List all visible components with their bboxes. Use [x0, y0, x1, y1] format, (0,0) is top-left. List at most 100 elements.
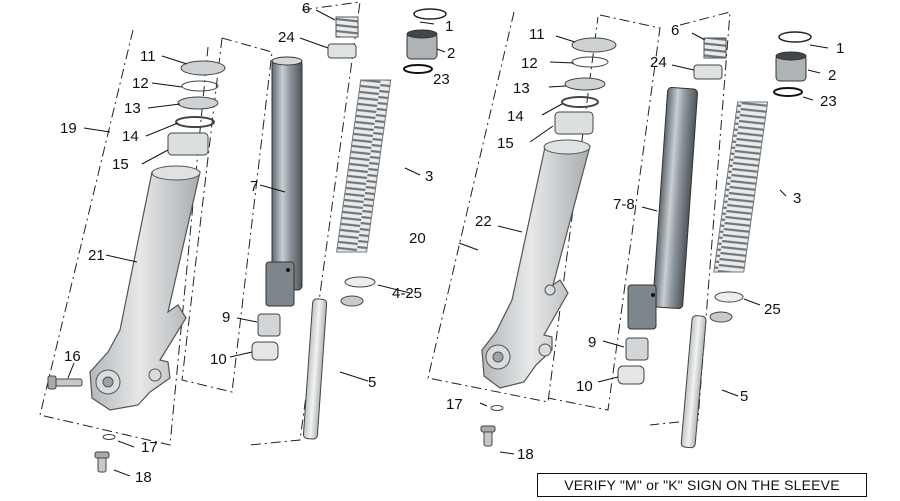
left-label-15: 15 [112, 156, 129, 173]
right-stanchion-tube [652, 86, 699, 310]
right-part-18-head [480, 425, 496, 433]
right-label-3: 3 [793, 190, 801, 207]
left-label-12: 12 [132, 75, 149, 92]
right-label-22: 22 [475, 213, 492, 230]
left-part-3-spring [336, 79, 392, 253]
left-label-14: 14 [122, 128, 139, 145]
right-slider-box-outline [547, 14, 661, 411]
right-part-12-ring [571, 56, 609, 68]
right-part-14-ring [561, 96, 599, 108]
left-stanchion-tube [271, 59, 303, 291]
right-axle-hole [492, 351, 504, 363]
left-stanchion-hole [286, 268, 290, 272]
right-part-15-bushing [554, 111, 594, 135]
left-part-4-25-washer [344, 276, 376, 288]
left-label-7: 7 [250, 178, 258, 195]
left-part-24-spacer [327, 43, 357, 59]
left-slider-top [151, 165, 201, 181]
left-part-1-ring [413, 8, 447, 20]
right-label-7-8: 7-8 [613, 196, 635, 213]
right-stanchion-hole [651, 293, 655, 297]
right-label-5: 5 [740, 388, 748, 405]
left-label-9: 9 [222, 309, 230, 326]
right-label-12: 12 [521, 55, 538, 72]
right-part-10-bush [617, 365, 645, 385]
left-part-17-washer [102, 434, 116, 440]
right-label-9: 9 [588, 334, 596, 351]
right-label-23: 23 [820, 93, 837, 110]
right-part-11-dust-seal [571, 37, 617, 53]
left-label-1: 1 [445, 18, 453, 35]
left-label-21: 21 [88, 247, 105, 264]
left-label-6: 6 [302, 0, 310, 17]
right-part-3-spring [713, 101, 769, 273]
left-label-18: 18 [135, 469, 152, 486]
left-label-16: 16 [64, 348, 81, 365]
right-part-9-bush [625, 337, 649, 361]
left-label-3: 3 [425, 168, 433, 185]
left-slider-box-outline [181, 37, 273, 393]
right-label-1: 1 [836, 40, 844, 57]
left-label-13: 13 [124, 100, 141, 117]
left-label-11: 11 [140, 48, 156, 65]
left-part-18-head [94, 451, 110, 459]
right-label-18: 18 [517, 446, 534, 463]
right-part-6-spring [703, 37, 727, 59]
right-part-5-head [709, 311, 733, 323]
right-damper-box-outline [649, 11, 731, 426]
right-slider-top [543, 139, 591, 155]
right-label-25: 25 [764, 301, 781, 318]
right-part-24-spacer [693, 64, 723, 80]
right-label-2: 2 [828, 67, 836, 84]
left-part-11-dust-seal [180, 60, 226, 76]
left-part-16-head [47, 375, 57, 390]
left-part-10-bush [251, 341, 279, 361]
right-label-13: 13 [513, 80, 530, 97]
right-part-2-cap-top [775, 51, 807, 61]
right-label-6: 6 [671, 22, 679, 39]
left-part-6-spring [335, 16, 359, 38]
sleeve-sign-notice: VERIFY "M" or "K" SIGN ON THE SLEEVE [537, 473, 867, 497]
left-part-13-seal [177, 96, 219, 110]
right-part-25-washer [714, 291, 744, 303]
right-label-20: 20 [409, 230, 426, 247]
left-stanchion-foot [265, 261, 295, 307]
right-stanchion-foot [627, 284, 657, 330]
left-part-15-bushing [167, 132, 209, 156]
left-part-5-head [340, 295, 364, 307]
right-part-13-seal [564, 77, 606, 91]
right-part-23-oring [773, 87, 803, 97]
left-part-9-bush [257, 313, 281, 337]
right-caliper-boss [538, 343, 552, 357]
right-label-14: 14 [507, 108, 524, 125]
left-label-2: 2 [447, 45, 455, 62]
right-fork-group: 1 2 3 25 5 6 7-8 9 10 11 12 13 14 15 17 … [409, 11, 844, 463]
right-label-10: 10 [576, 378, 593, 395]
left-part-2-cap-top [406, 29, 438, 39]
right-label-24: 24 [650, 54, 667, 71]
left-label-5: 5 [368, 374, 376, 391]
right-part-17-washer [490, 405, 504, 411]
left-group-19-outline [39, 29, 209, 446]
right-label-11: 11 [529, 26, 545, 43]
left-part-14-ring [175, 116, 215, 128]
left-label-23: 23 [433, 71, 450, 88]
left-stanchion-top [271, 56, 303, 66]
left-caliper-boss [148, 368, 162, 382]
left-label-17: 17 [141, 439, 158, 456]
left-label-24: 24 [278, 29, 295, 46]
left-leaders [67, 9, 446, 477]
right-label-15: 15 [497, 135, 514, 152]
right-group-20-outline [427, 11, 599, 403]
left-label-10: 10 [210, 351, 227, 368]
left-part-12-ring [181, 80, 219, 92]
left-part-5-damper-rod [302, 298, 328, 440]
left-label-19: 19 [60, 120, 77, 137]
right-label-17: 17 [446, 396, 463, 413]
right-leaders [458, 32, 829, 455]
left-damper-box-outline [249, 1, 361, 446]
left-label-4-25: 4-25 [392, 285, 422, 302]
left-part-23-oring [403, 64, 433, 74]
left-fork-group: 1 2 3 4-25 5 6 7 9 10 11 12 13 14 15 16 … [39, 0, 455, 486]
